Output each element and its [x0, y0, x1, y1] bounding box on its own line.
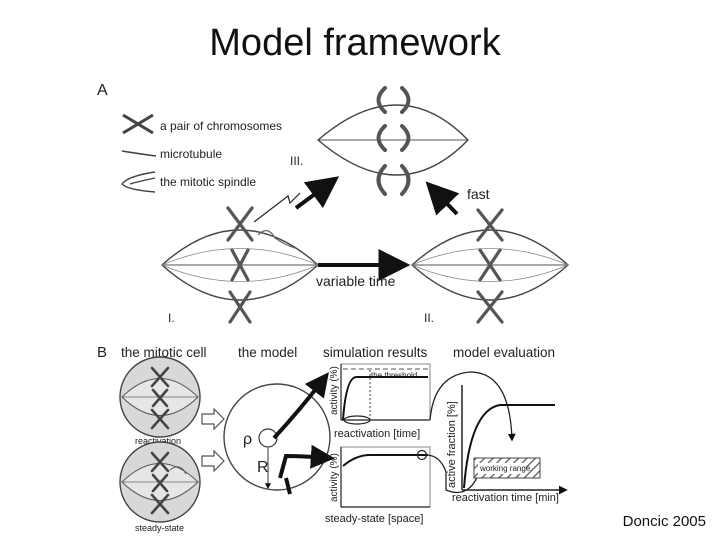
model-r-symbol: R: [257, 459, 269, 476]
plot-reactivation-xlabel: reactivation [time]: [334, 428, 420, 440]
plot-evaluation-ylabel: active fraction [%]: [446, 401, 458, 488]
legend-spindle-label: the mitotic spindle: [160, 175, 256, 189]
spindle-stage-three: [316, 86, 469, 196]
slide-title: Model framework: [209, 22, 501, 64]
arrow-cell-to-model-bottom: [201, 449, 225, 473]
plot-evaluation-xlabel: reactivation time [min]: [452, 492, 559, 504]
cell-steady-state-label: steady-state: [135, 523, 184, 533]
arrow-ii-to-iii: [425, 181, 460, 216]
arrow-i-to-iii: [253, 176, 340, 223]
spindle-stage-two: [410, 208, 570, 324]
plot-steady-state-ylabel: activity (%): [329, 453, 340, 502]
stage-one-label: I.: [168, 311, 175, 325]
plot-model-evaluation: [461, 385, 568, 495]
fast-label: fast: [467, 186, 490, 202]
arrow-cell-to-model-top: [201, 407, 225, 431]
plot-reactivation: [340, 363, 431, 425]
header-simulation-results: simulation results: [323, 345, 428, 360]
header-mitotic-cell: the mitotic cell: [121, 345, 207, 360]
spindle-stage-one: [160, 206, 320, 324]
slide-credit: Doncic 2005: [622, 513, 706, 530]
stage-three-label: III.: [290, 154, 303, 168]
model-rho-symbol: ρ: [243, 431, 252, 448]
plot-reactivation-ylabel: activity (%): [329, 366, 340, 415]
legend-chromosome-icon: [122, 113, 154, 135]
plot-evaluation-box-label: working range: [479, 464, 531, 473]
cell-steady-state: [119, 441, 201, 523]
plot-reactivation-threshold: the threshold: [371, 371, 417, 380]
header-model-evaluation: model evaluation: [453, 345, 555, 360]
panel-a-label: A: [97, 82, 108, 99]
legend-microtubule-icon: [121, 150, 157, 157]
connector-steady-state: [425, 454, 482, 494]
model-diagram: [223, 372, 335, 495]
header-the-model: the model: [238, 345, 297, 360]
connector-reactivation: [429, 371, 516, 442]
legend-spindle-icon: [121, 171, 156, 193]
stage-two-label: II.: [424, 311, 434, 325]
variable-time-label: variable time: [316, 273, 396, 289]
plot-steady-state: [340, 446, 431, 508]
legend-microtubule-label: microtubule: [160, 147, 222, 161]
legend-chromosome-label: a pair of chromosomes: [160, 119, 282, 133]
panel-b-label: B: [97, 344, 107, 361]
cell-reactivation-label: reactivation: [135, 436, 181, 446]
cell-reactivation: [119, 356, 201, 438]
plot-steady-state-xlabel: steady-state [space]: [325, 513, 423, 525]
